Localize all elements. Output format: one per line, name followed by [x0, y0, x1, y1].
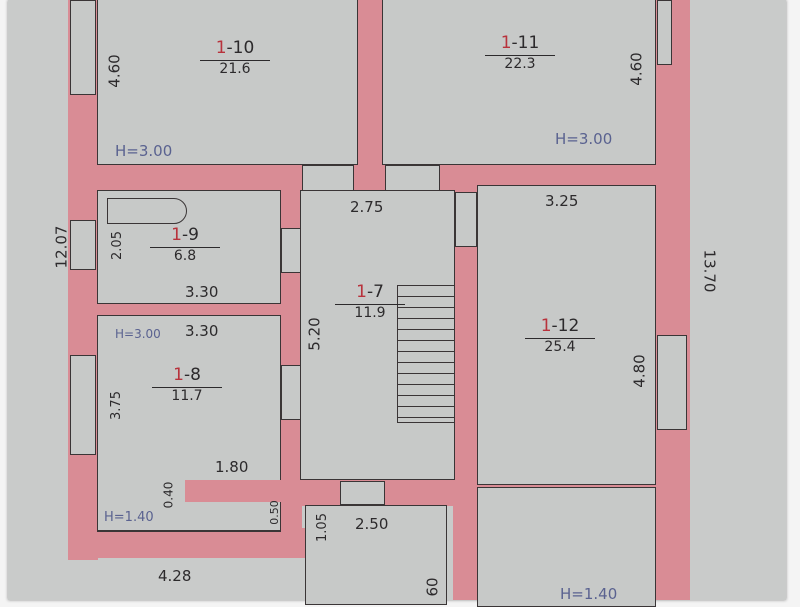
wall-corridor-fill — [185, 480, 281, 505]
dim-bottom-left: 4.28 — [158, 567, 192, 585]
dim-closet-depth: 0.40 — [161, 481, 176, 509]
dim-1-11-height: 4.60 — [627, 52, 646, 86]
window-right-2 — [657, 335, 687, 430]
window-left-1 — [70, 0, 96, 95]
closet-1-8 — [97, 502, 281, 531]
bathtub-icon — [107, 198, 187, 224]
dim-total-right: 13.70 — [700, 249, 719, 293]
door-1-8 — [281, 365, 301, 420]
dim-1-8-height: 3.75 — [108, 391, 124, 420]
steps — [340, 481, 385, 505]
height-1-8: H=3.00 — [115, 327, 161, 341]
dim-1-7-width: 2.75 — [350, 198, 384, 216]
door-1-12 — [455, 192, 477, 247]
dim-lower-offset: 1.05 — [314, 513, 330, 542]
wall-bottom-outer — [68, 528, 306, 558]
height-1-11: H=3.00 — [555, 130, 613, 148]
dim-1-12-width: 3.25 — [545, 192, 579, 210]
room-lower-middle — [305, 505, 447, 605]
dim-total-left: 12.07 — [52, 225, 71, 269]
room-1-12 — [477, 185, 656, 485]
window-left-3 — [70, 355, 96, 455]
dim-1-9-width: 3.30 — [185, 283, 219, 301]
wall-right-outer — [655, 0, 690, 600]
dim-closet-wall: 0.50 — [267, 500, 281, 525]
height-lower-right: H=1.40 — [560, 585, 618, 603]
staircase — [397, 285, 455, 423]
dim-1-8-width: 3.30 — [185, 322, 219, 340]
wall-right-lower — [475, 484, 660, 488]
dim-1-9-height: 2.05 — [109, 231, 125, 260]
door-1-7b — [385, 165, 440, 191]
dim-1-7-height: 5.20 — [305, 317, 324, 351]
dim-1-12-height: 4.80 — [630, 354, 649, 388]
door-1-7 — [302, 165, 354, 191]
height-closet: H=1.40 — [104, 510, 154, 525]
room-1-11 — [382, 0, 656, 165]
window-right-1 — [657, 0, 672, 65]
room-1-10 — [97, 0, 358, 165]
room-lower-right — [477, 487, 656, 607]
wall-left-inner — [280, 188, 302, 533]
window-left-2 — [70, 220, 96, 270]
wall-1-9-1-8 — [95, 302, 285, 316]
dim-lower-width: 2.50 — [355, 515, 389, 533]
door-1-9 — [281, 228, 301, 273]
dim-lower-height: 60 — [423, 577, 442, 597]
dim-1-8-bottom: 1.80 — [215, 458, 249, 476]
height-1-10: H=3.00 — [115, 142, 173, 160]
wall-stair-right — [453, 185, 479, 600]
wall-center-top — [356, 0, 383, 190]
dim-1-10-height: 4.60 — [105, 54, 124, 88]
